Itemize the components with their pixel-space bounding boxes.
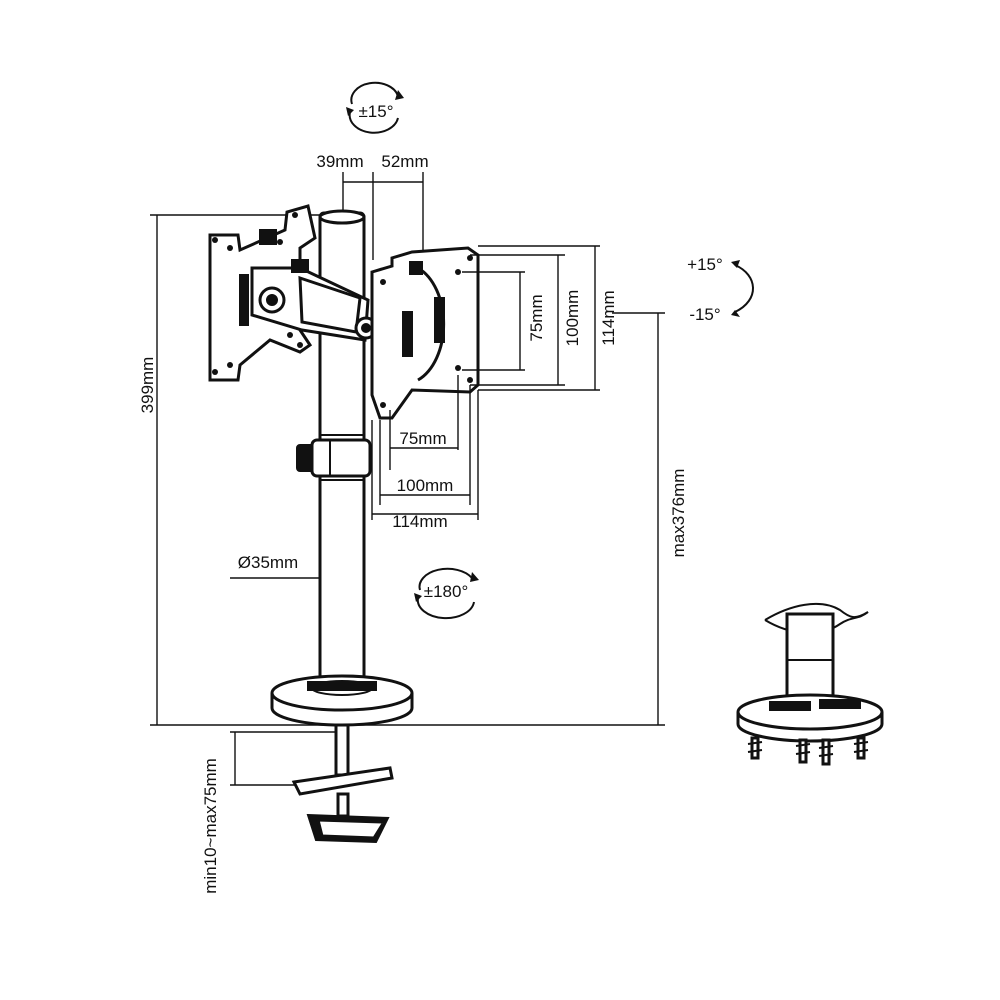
rotation-icon	[414, 567, 479, 620]
vesa-114-horizontal-label: 114mm	[392, 512, 447, 531]
rotation-label: ±180°	[424, 582, 469, 601]
clamp-range-label: min10~max75mm	[201, 758, 220, 894]
dimension-376-lines	[612, 312, 665, 725]
desk-clamp	[291, 723, 394, 844]
swivel-down-label: -15°	[689, 305, 720, 324]
height-total-label: 399mm	[138, 357, 157, 414]
vesa-horizontal-dims	[371, 375, 479, 520]
vesa-114-vertical-label: 114mm	[599, 290, 618, 345]
swivel-icon	[731, 260, 754, 317]
offset-right-label: 52mm	[381, 152, 428, 171]
vesa-vertical-dims	[462, 245, 600, 391]
dimension-clamp-lines	[230, 731, 345, 786]
tilt-icon	[346, 81, 404, 134]
dimension-offset-lines	[342, 172, 424, 260]
vesa-75-vertical-label: 75mm	[527, 294, 546, 341]
right-vesa-plate	[370, 246, 480, 420]
vesa-100-horizontal-label: 100mm	[397, 476, 454, 495]
tilt-arm	[250, 259, 378, 342]
vesa-100-vertical-label: 100mm	[563, 290, 582, 347]
height-max-label: max376mm	[669, 469, 688, 558]
cable-clip	[296, 438, 372, 478]
grommet-base-inset	[736, 603, 884, 766]
pole-diameter-label: Ø35mm	[238, 553, 298, 572]
vesa-75-horizontal-label: 75mm	[399, 429, 446, 448]
base-plate	[270, 674, 414, 727]
tilt-label: ±15°	[358, 102, 393, 121]
swivel-up-label: +15°	[687, 255, 723, 274]
offset-left-label: 39mm	[316, 152, 363, 171]
